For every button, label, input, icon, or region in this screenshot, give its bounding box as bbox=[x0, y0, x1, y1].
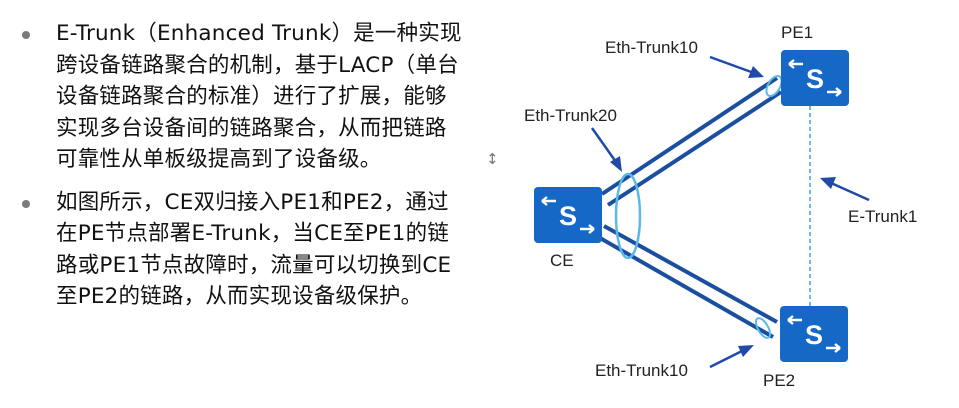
eth-trunk-10-pe2-ring bbox=[755, 317, 771, 339]
arrow-icon-eth-trunk-ce bbox=[590, 127, 622, 172]
bullet-line: 实现多台设备间的链路聚合，从而把链路 bbox=[56, 115, 447, 141]
bullet-line: 至PE2的链路，从而实现设备级保护。 bbox=[56, 284, 423, 309]
e-trunk-label: E-Trunk1 bbox=[848, 207, 917, 226]
bullet-item-dual-homing: 如图所示，CE双归接入PE1和PE2，通过 在PE节点部署E-Trunk，当CE… bbox=[22, 187, 482, 313]
bullet-item-etrunk-intro: E-Trunk（Enhanced Trunk）是一种实现 跨设备链路聚合的机制，… bbox=[22, 18, 482, 176]
bullet-list: E-Trunk（Enhanced Trunk）是一种实现 跨设备链路聚合的机制，… bbox=[22, 18, 482, 313]
eth-trunk-label-pe2: Eth-Trunk10 bbox=[595, 361, 688, 380]
arrow-icon-e-trunk bbox=[820, 177, 870, 202]
eth-trunk-label-ce: Eth-Trunk20 bbox=[524, 106, 617, 125]
bullet-line: 设备链路聚合的标准）进行了扩展，能够 bbox=[56, 84, 447, 109]
switch-icon-pe1: S bbox=[779, 48, 851, 108]
vertical-resize-icon: ↕ bbox=[486, 150, 499, 168]
device-label-pe1: PE1 bbox=[781, 23, 813, 42]
link-ce-pe1 bbox=[600, 76, 783, 207]
bullet-dot bbox=[22, 31, 30, 39]
svg-text:S: S bbox=[805, 320, 823, 350]
bullet-dot bbox=[22, 199, 30, 208]
device-label-ce: CE bbox=[550, 251, 574, 270]
eth-trunk-20-ring bbox=[614, 172, 642, 260]
switch-icon-ce: S bbox=[532, 185, 604, 245]
eth-trunk-10-pe1-ring bbox=[765, 75, 783, 97]
device-label-pe2: PE2 bbox=[763, 371, 795, 390]
bullet-line: 如图所示，CE双归接入PE1和PE2，通过 bbox=[56, 189, 449, 215]
switch-icon-pe2: S bbox=[778, 304, 850, 364]
bullet-line: 路或PE1节点故障时，流量可以切换到CE bbox=[56, 252, 452, 278]
svg-text:S: S bbox=[559, 201, 577, 231]
eth-trunk-label-pe1: Eth-Trunk10 bbox=[605, 38, 698, 57]
bullet-line: E-Trunk（Enhanced Trunk）是一种实现 bbox=[56, 21, 462, 46]
etrunk-topology-diagram: S S S PE1 Eth-Trunk10 Eth-Trunk20 E-Trun… bbox=[524, 23, 917, 390]
bullet-line: 在PE节点部署E-Trunk，当CE至PE1的链 bbox=[56, 221, 450, 246]
arrow-icon-eth-trunk-pe2 bbox=[709, 345, 754, 369]
link-ce-pe2 bbox=[599, 224, 778, 339]
bullet-line: 可靠性从单板级提高到了设备级。 bbox=[56, 147, 382, 172]
arrow-icon-eth-trunk-pe1 bbox=[709, 55, 764, 78]
svg-text:S: S bbox=[806, 64, 824, 94]
bullet-line: 跨设备链路聚合的机制，基于LACP（单台 bbox=[56, 52, 459, 78]
